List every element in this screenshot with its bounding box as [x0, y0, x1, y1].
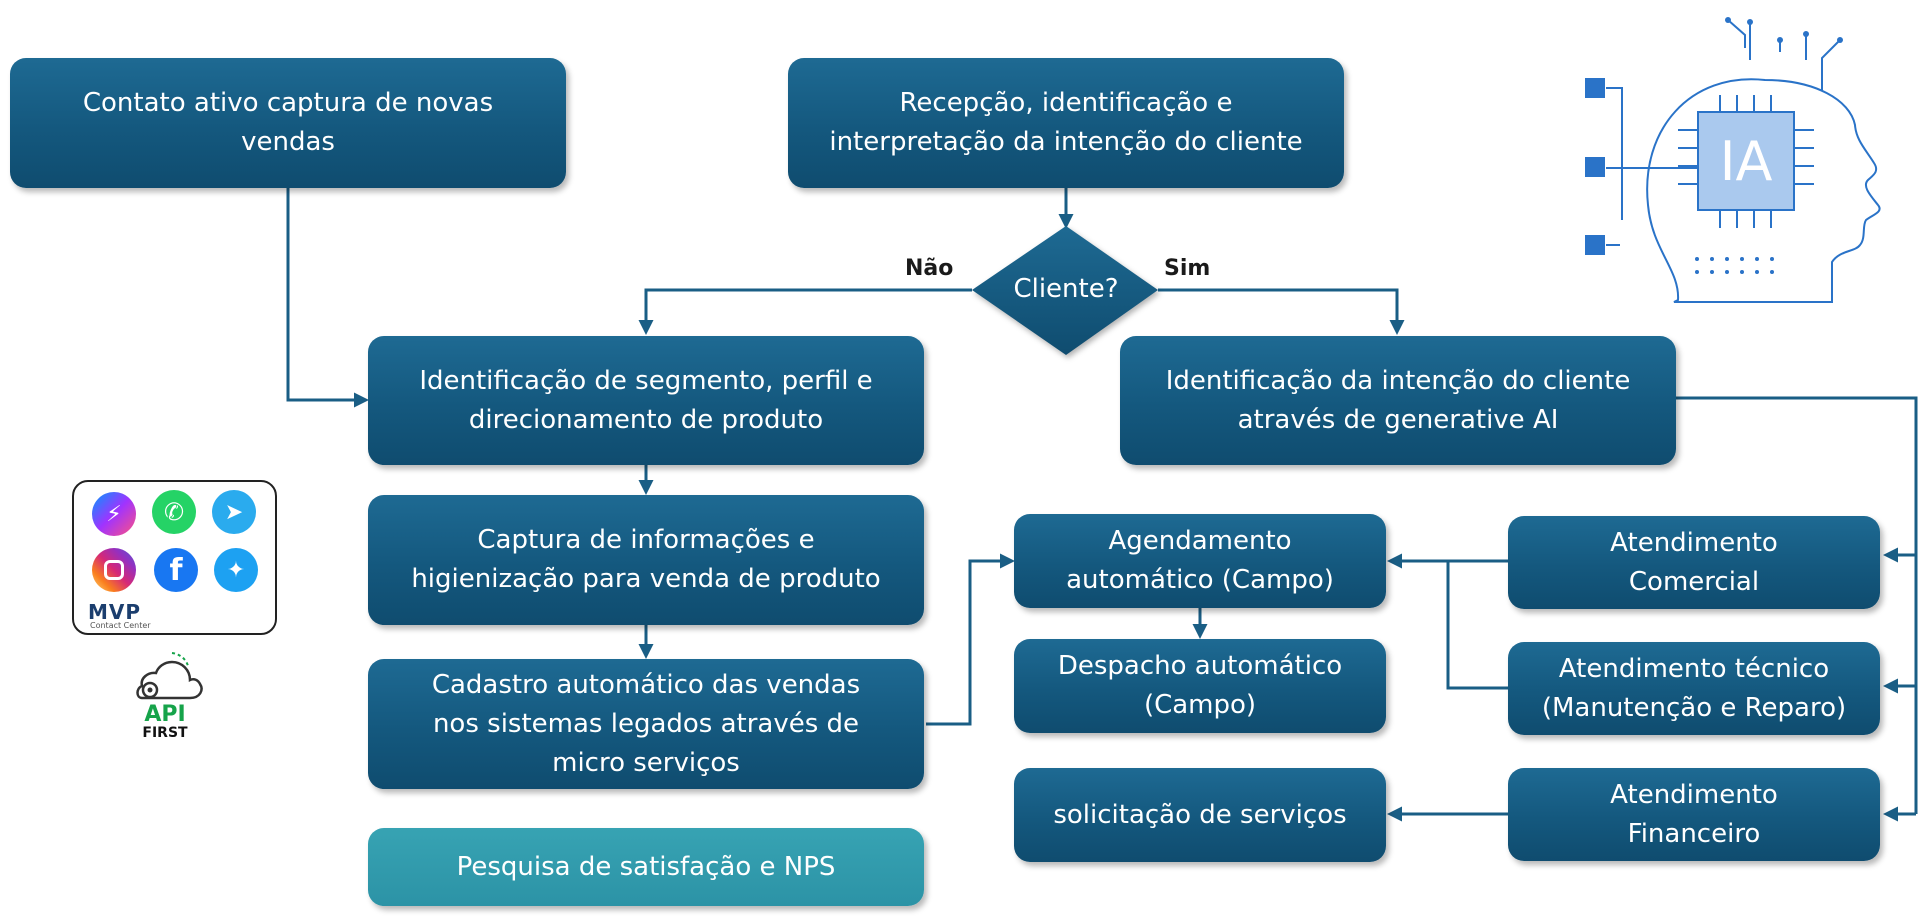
- mvp-logo-subtitle: Contact Center: [90, 621, 151, 630]
- mvp-logo: MVP: [88, 600, 142, 624]
- box-cadastro-automatico: Cadastro automático das vendas nos siste…: [368, 659, 924, 789]
- ai-chip-core: [1697, 111, 1795, 211]
- decision-label: Cliente?: [1013, 274, 1119, 304]
- box-solicitacao: solicitação de serviços: [1014, 768, 1386, 862]
- channels-panel: ⚡ ✆ ➤ f ✦ MVP Contact Center: [72, 480, 277, 635]
- decision-diamond: [972, 226, 1158, 355]
- api-title: API: [144, 702, 186, 727]
- twitter-icon: ✦: [214, 548, 258, 592]
- ai-chip: [1678, 95, 1814, 228]
- arrow-decision-no: [638, 288, 972, 335]
- ai-chip-label: IA: [1720, 130, 1773, 193]
- box-pesquisa-satisfacao: Pesquisa de satisfação e NPS: [368, 828, 924, 906]
- messenger-icon: ⚡: [92, 492, 136, 536]
- facebook-icon: f: [154, 548, 198, 592]
- arrow-decision-yes: [1158, 288, 1405, 335]
- arrow-intencao-to-right-bus: [1676, 396, 1918, 814]
- arrow-cadastro-to-agendamento: [926, 553, 1015, 726]
- box-despacho: Despacho automático (Campo): [1014, 639, 1386, 733]
- box-recepcao: Recepção, identificação e interpretação …: [788, 58, 1344, 188]
- box-agendamento: Agendamento automático (Campo): [1014, 514, 1386, 608]
- cloud-gear-icon: [136, 652, 203, 700]
- whatsapp-icon: ✆: [152, 490, 196, 534]
- box-atendimento-tecnico: Atendimento técnico (Manutenção e Reparo…: [1508, 642, 1880, 735]
- arrow-contato-to-segmento: [286, 188, 369, 408]
- box-atendimento-comercial: Atendimento Comercial: [1508, 516, 1880, 609]
- decision-no-label: Não: [905, 256, 954, 281]
- telegram-icon: ➤: [212, 490, 256, 534]
- decision-yes-label: Sim: [1164, 256, 1211, 281]
- ai-head-graphic: [1606, 19, 1881, 303]
- arrow-tecnico-to-agendamento: [1446, 561, 1508, 690]
- box-identificacao-segmento: Identificação de segmento, perfil e dire…: [368, 336, 924, 465]
- box-contato-ativo: Contato ativo captura de novas vendas: [10, 58, 566, 188]
- ai-head-dots: [1585, 17, 1843, 274]
- box-atendimento-financeiro: Atendimento Financeiro: [1508, 768, 1880, 861]
- box-identificacao-intencao: Identificação da intenção do cliente atr…: [1120, 336, 1676, 465]
- box-captura-informacoes: Captura de informações e higienização pa…: [368, 495, 924, 625]
- api-subtitle: FIRST: [142, 725, 188, 741]
- instagram-icon: [92, 548, 136, 592]
